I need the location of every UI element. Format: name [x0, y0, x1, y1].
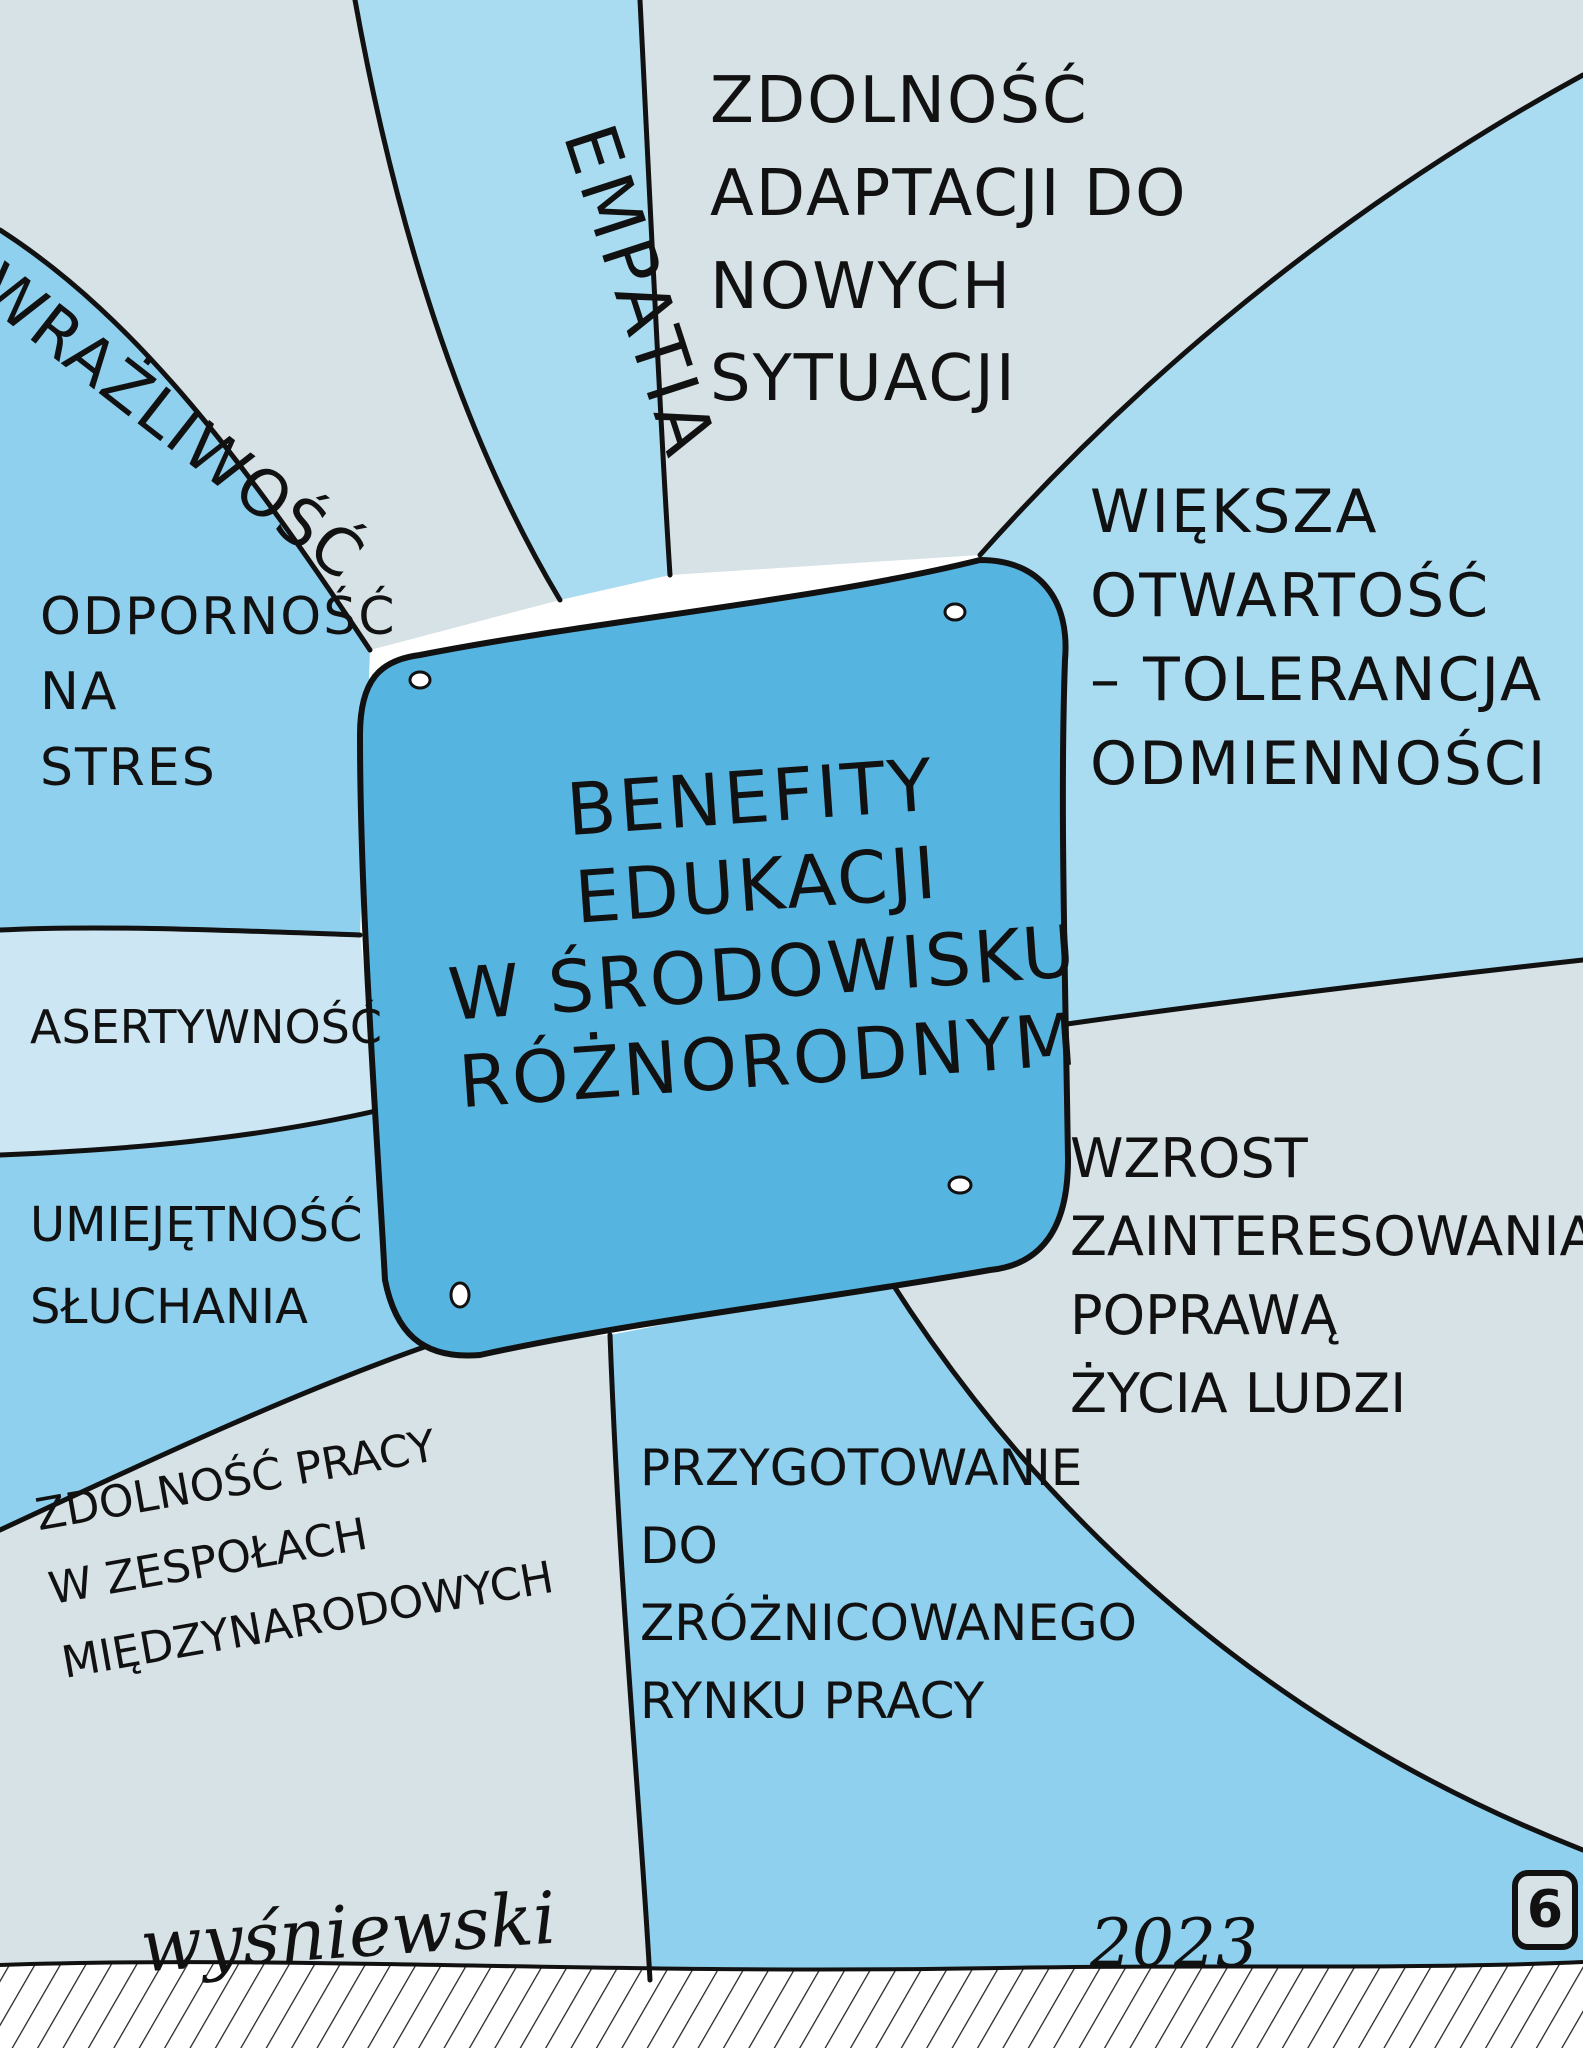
region-sluchanie: [0, 1110, 430, 1530]
page-number: 6: [1512, 1870, 1578, 1950]
center-title: BENEFITY EDUKACJI W ŚRODOWISKU RÓŻNORODN…: [445, 742, 1083, 1125]
region-asertywnosc: [0, 927, 380, 1155]
benefit-asertywnosc: ASERTYWNOŚĆ: [30, 1000, 382, 1054]
center-box-rivets: [408, 602, 973, 1309]
benefit-odpornosc: ODPORNOŚĆ NA STRES: [40, 587, 397, 798]
region-otwartosc: [980, 75, 1583, 1025]
divider-lines: [0, 0, 1583, 1983]
hatched-ground: [0, 1962, 1583, 2048]
center-box: [356, 556, 1072, 1359]
region-empatia: [355, 0, 670, 600]
region-wrazliwosc: [0, 0, 560, 650]
region-rynek: [610, 1280, 1583, 1980]
benefit-rynek: PRZYGOTOWANIE DO ZRÓŻNICOWANEGO RYNKU PR…: [640, 1439, 1138, 1730]
year-label: 2023: [1090, 1905, 1258, 1982]
region-odpornosc: [0, 230, 370, 935]
region-zespoly: [0, 1335, 650, 1980]
benefit-zainteresowanie: WZROST ZAINTERESOWANIA POPRAWĄ ŻYCIA LUD…: [1070, 1127, 1583, 1425]
region-adaptacja: [640, 0, 1583, 575]
benefit-otwartosc: WIĘKSZA OTWARTOŚĆ – TOLERANCJA ODMIENNOŚ…: [1090, 477, 1548, 799]
benefit-adaptacja: ZDOLNOŚĆ ADAPTACJI DO NOWYCH SYTUACJI: [710, 64, 1188, 417]
benefit-sluchanie: UMIEJĘTNOŚĆ SŁUCHANIA: [30, 1197, 363, 1335]
